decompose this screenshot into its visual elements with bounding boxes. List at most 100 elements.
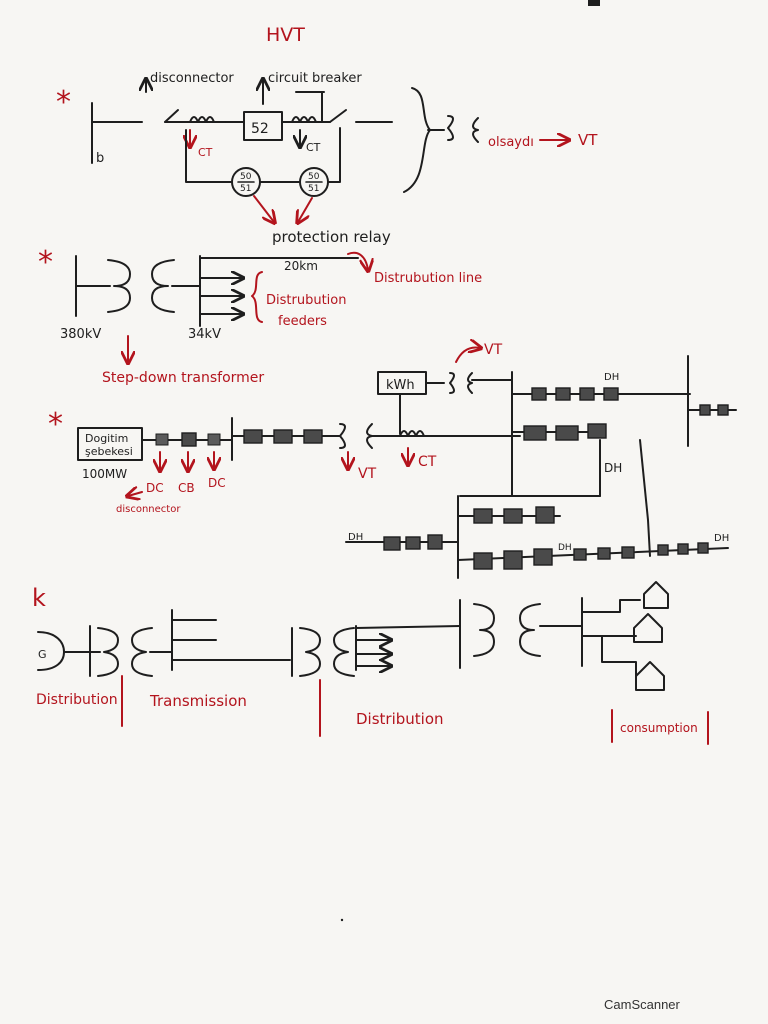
dh-left-label: DH xyxy=(348,532,363,543)
dh-right-label: DH xyxy=(714,533,729,544)
cb-left-1 xyxy=(383,536,401,551)
cb-left-3 xyxy=(427,534,443,550)
transmission-label: Transmission xyxy=(149,692,247,710)
cb-mid-2 xyxy=(555,425,579,441)
disconnector-switch-1 xyxy=(164,109,179,123)
cb-label: CB xyxy=(178,481,195,495)
vt-coil-left xyxy=(447,115,454,141)
cb-block xyxy=(181,432,197,447)
disconnector-label: disconnector xyxy=(150,71,234,86)
cb-lower1-2 xyxy=(503,508,523,524)
distribution-line-arrow xyxy=(347,251,368,270)
cb-lower2-1 xyxy=(473,552,493,570)
relay-left-bottom: 51 xyxy=(240,184,251,194)
transformer-secondary-coil xyxy=(151,259,175,313)
section-1-star: * xyxy=(56,85,71,120)
ct-secondary-loop-left xyxy=(185,129,233,183)
house-2-icon xyxy=(633,613,663,643)
cb-top-2 xyxy=(555,387,571,401)
cb-mid-1 xyxy=(523,425,547,441)
relay-right-top: 50 xyxy=(308,172,320,182)
vt-top-arrow xyxy=(455,348,480,363)
relay-50-51-right xyxy=(299,167,329,197)
paper-speck xyxy=(340,918,344,922)
vt-bottom-label: VT xyxy=(358,466,377,482)
sub-transformer-secondary xyxy=(333,627,355,677)
house-1-icon xyxy=(643,581,669,609)
section-1-feeder-bay: * b 52 disconnector circuit breaker CT C… xyxy=(56,71,598,246)
ct-right-label: CT xyxy=(306,141,321,154)
distribution-left-label: Distribution xyxy=(36,692,118,708)
dist-transformer-primary xyxy=(473,603,495,657)
source-label-line1: Dogitim xyxy=(85,432,128,445)
cb-lower2-9 xyxy=(697,542,709,554)
circuit-breaker-label: circuit breaker xyxy=(268,71,362,86)
vt-top-label: VT xyxy=(484,342,503,358)
voltage-low-label: 34kV xyxy=(188,327,221,342)
distance-label: 20km xyxy=(284,259,318,273)
cb-lower2-8 xyxy=(677,543,689,555)
ct-left-symbol xyxy=(189,116,215,123)
section-4-power-system-overview: k G Distribut xyxy=(32,581,709,745)
cb-lower2-2 xyxy=(503,550,523,570)
relay-arrow-right xyxy=(298,197,313,222)
dh-top-label: DH xyxy=(604,372,619,383)
relay-right-bottom: 51 xyxy=(308,184,319,194)
dc-1-label: DC xyxy=(146,481,164,495)
transformer-primary-coil xyxy=(107,259,131,313)
cb-main-2 xyxy=(273,429,293,444)
cb-lower2-6 xyxy=(621,546,635,559)
cb-lower2-4 xyxy=(573,548,587,561)
ct-main-symbol xyxy=(399,430,425,437)
cb-far-2 xyxy=(717,404,729,416)
vertical-tie-2 xyxy=(639,439,651,557)
relay-left-top: 50 xyxy=(240,172,252,182)
cb-top-4 xyxy=(603,387,619,401)
cb-main-3 xyxy=(303,429,323,444)
cb-mid-3 xyxy=(587,423,607,439)
section-3-distribution-network: * Dogitim şebekesi 100MW DC CB DC discon… xyxy=(48,342,737,579)
section-2-star: * xyxy=(38,245,53,280)
vt-label: VT xyxy=(578,131,598,149)
house-feed-1 xyxy=(581,599,641,613)
protection-relay-label: protection relay xyxy=(272,228,391,246)
disconnector-switch-2 xyxy=(329,109,347,123)
source-label-line2: şebekesi xyxy=(85,445,133,458)
house-3-icon xyxy=(635,661,665,691)
power-label: 100MW xyxy=(82,467,127,481)
cb-lower1-1 xyxy=(473,508,493,524)
dh-mid-label: DH xyxy=(604,461,622,475)
dc-block-2 xyxy=(207,433,221,446)
gen-transformer-primary xyxy=(97,627,119,677)
vt-meter-coil-right xyxy=(467,372,473,394)
section-3-star: * xyxy=(48,407,63,442)
gen-transformer-secondary xyxy=(131,627,153,677)
vt-main-coil-left xyxy=(339,423,346,449)
house-feed-3 xyxy=(601,635,637,679)
step-down-label: Step-down transformer xyxy=(102,370,264,386)
cb-main-1 xyxy=(243,429,263,444)
ct-left-label: CT xyxy=(198,146,213,159)
ct-right-symbol xyxy=(291,116,317,123)
vt-meter-coil-left xyxy=(449,372,455,394)
feeders-brace xyxy=(251,271,263,323)
cb-lower2-7 xyxy=(657,544,669,556)
bus-label: b xyxy=(96,151,104,166)
relay-50-51-left xyxy=(231,167,261,197)
dc-block-1 xyxy=(155,433,169,446)
vt-coil-right xyxy=(472,117,479,143)
cb-top-3 xyxy=(579,387,595,401)
section-4-mark: k xyxy=(32,584,46,612)
cb-far-1 xyxy=(699,404,711,416)
title-hvt: HVT xyxy=(266,24,305,46)
circuit-breaker-52 xyxy=(243,111,283,141)
dh-bottom-label: DH xyxy=(558,543,572,553)
cb-lower1-3 xyxy=(535,506,555,524)
distribution-feeder-main xyxy=(355,625,461,629)
cb-lower2-3 xyxy=(533,548,553,566)
relay-arrow-left xyxy=(253,195,274,222)
distribution-grid-source xyxy=(77,427,143,461)
olsaydi-label: olsaydı xyxy=(488,135,534,150)
breaker-number: 52 xyxy=(251,121,269,137)
